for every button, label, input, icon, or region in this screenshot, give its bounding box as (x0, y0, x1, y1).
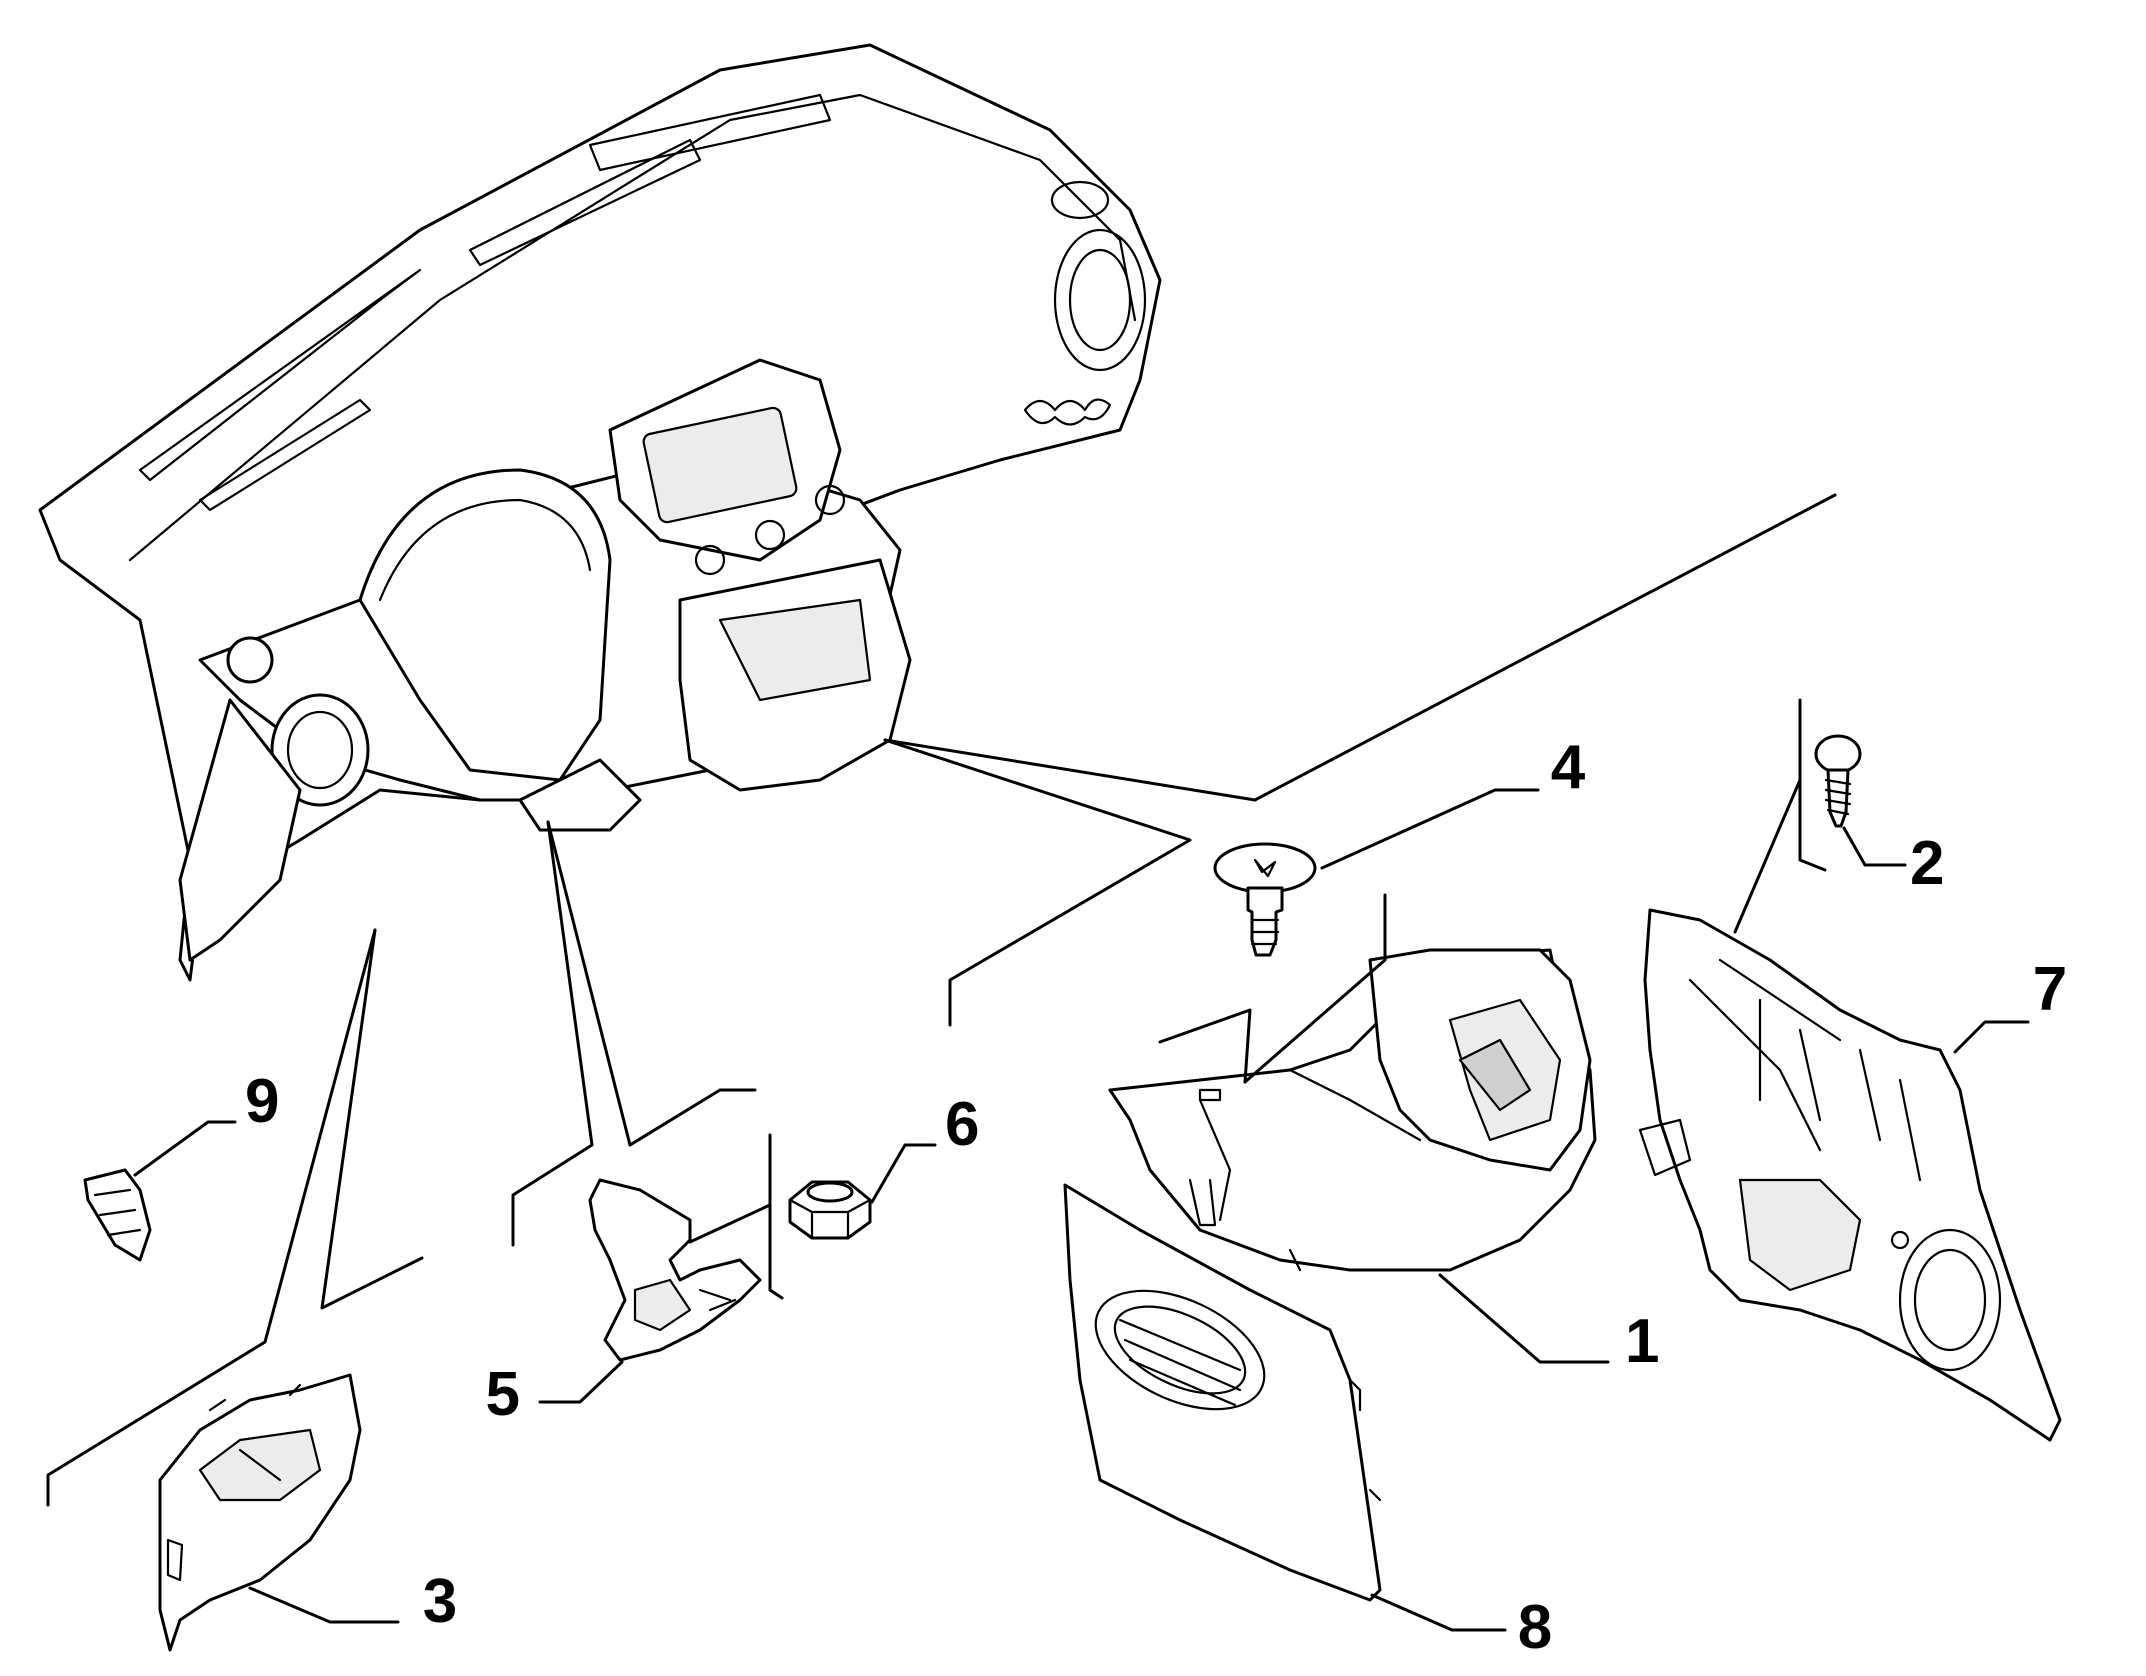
callout-9: 9 (245, 1067, 279, 1136)
part-7-right-side-panel (1638, 908, 2062, 1442)
leader-7 (1953, 1020, 2030, 1054)
part-4-push-clip (1213, 842, 1317, 957)
leader-1 (1438, 1273, 1610, 1364)
leader-4 (1320, 788, 1540, 870)
callout-6: 6 (945, 1090, 979, 1159)
callout-2: 2 (1910, 829, 1944, 898)
leader-8 (1370, 1593, 1507, 1632)
part-6-flange-nut (788, 1180, 872, 1240)
callout-8: 8 (1518, 1593, 1552, 1662)
leader-3 (248, 1586, 400, 1624)
callout-7: 7 (2033, 955, 2067, 1024)
callout-labels: 4 2 7 1 8 3 5 6 9 (245, 733, 2067, 1662)
leader-lines (46, 493, 2030, 1632)
part-8-knee-panel (1063, 1183, 1382, 1602)
part-3-lower-left-trim-panel (158, 1373, 362, 1652)
part-1-steering-column-upper-shroud (1108, 948, 1597, 1272)
part-5-bracket (588, 1178, 762, 1362)
leader-9 (133, 1120, 237, 1177)
leader-2 (1842, 826, 1907, 867)
leader-5 (538, 1360, 624, 1404)
callout-3: 3 (423, 1567, 457, 1636)
callout-4: 4 (1551, 733, 1586, 802)
callout-5: 5 (486, 1360, 520, 1429)
part-9-retaining-clip (83, 1168, 152, 1262)
part-2-screw (1814, 734, 1862, 828)
leader-6 (870, 1143, 937, 1204)
callout-1: 1 (1625, 1307, 1659, 1376)
dashboard-assembly (38, 43, 1162, 982)
